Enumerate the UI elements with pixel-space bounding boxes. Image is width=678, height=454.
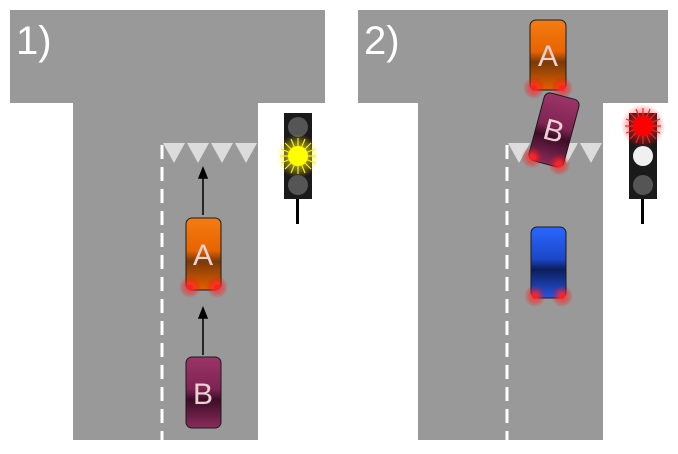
car-letter: A [538, 40, 558, 73]
traffic-light [276, 113, 320, 224]
panel-2: 2) A B [358, 10, 668, 440]
road-t-junction [10, 10, 325, 440]
panel-label: 2) [364, 19, 400, 63]
light-amber-on [276, 134, 320, 178]
light-red-on [621, 104, 665, 148]
car-b: B [186, 357, 221, 428]
light-amber-off [633, 146, 653, 166]
car-a: A [179, 218, 228, 298]
road-t-junction [358, 10, 668, 440]
light-green-off [288, 175, 308, 195]
car-letter: B [193, 378, 213, 411]
panel-1: 1) A B [10, 10, 325, 440]
car-letter: A [193, 239, 213, 272]
light-green-off [633, 175, 653, 195]
car-a: A [523, 20, 573, 99]
panel-label: 1) [16, 19, 52, 63]
car-blue [524, 227, 573, 307]
traffic-light [621, 104, 665, 224]
